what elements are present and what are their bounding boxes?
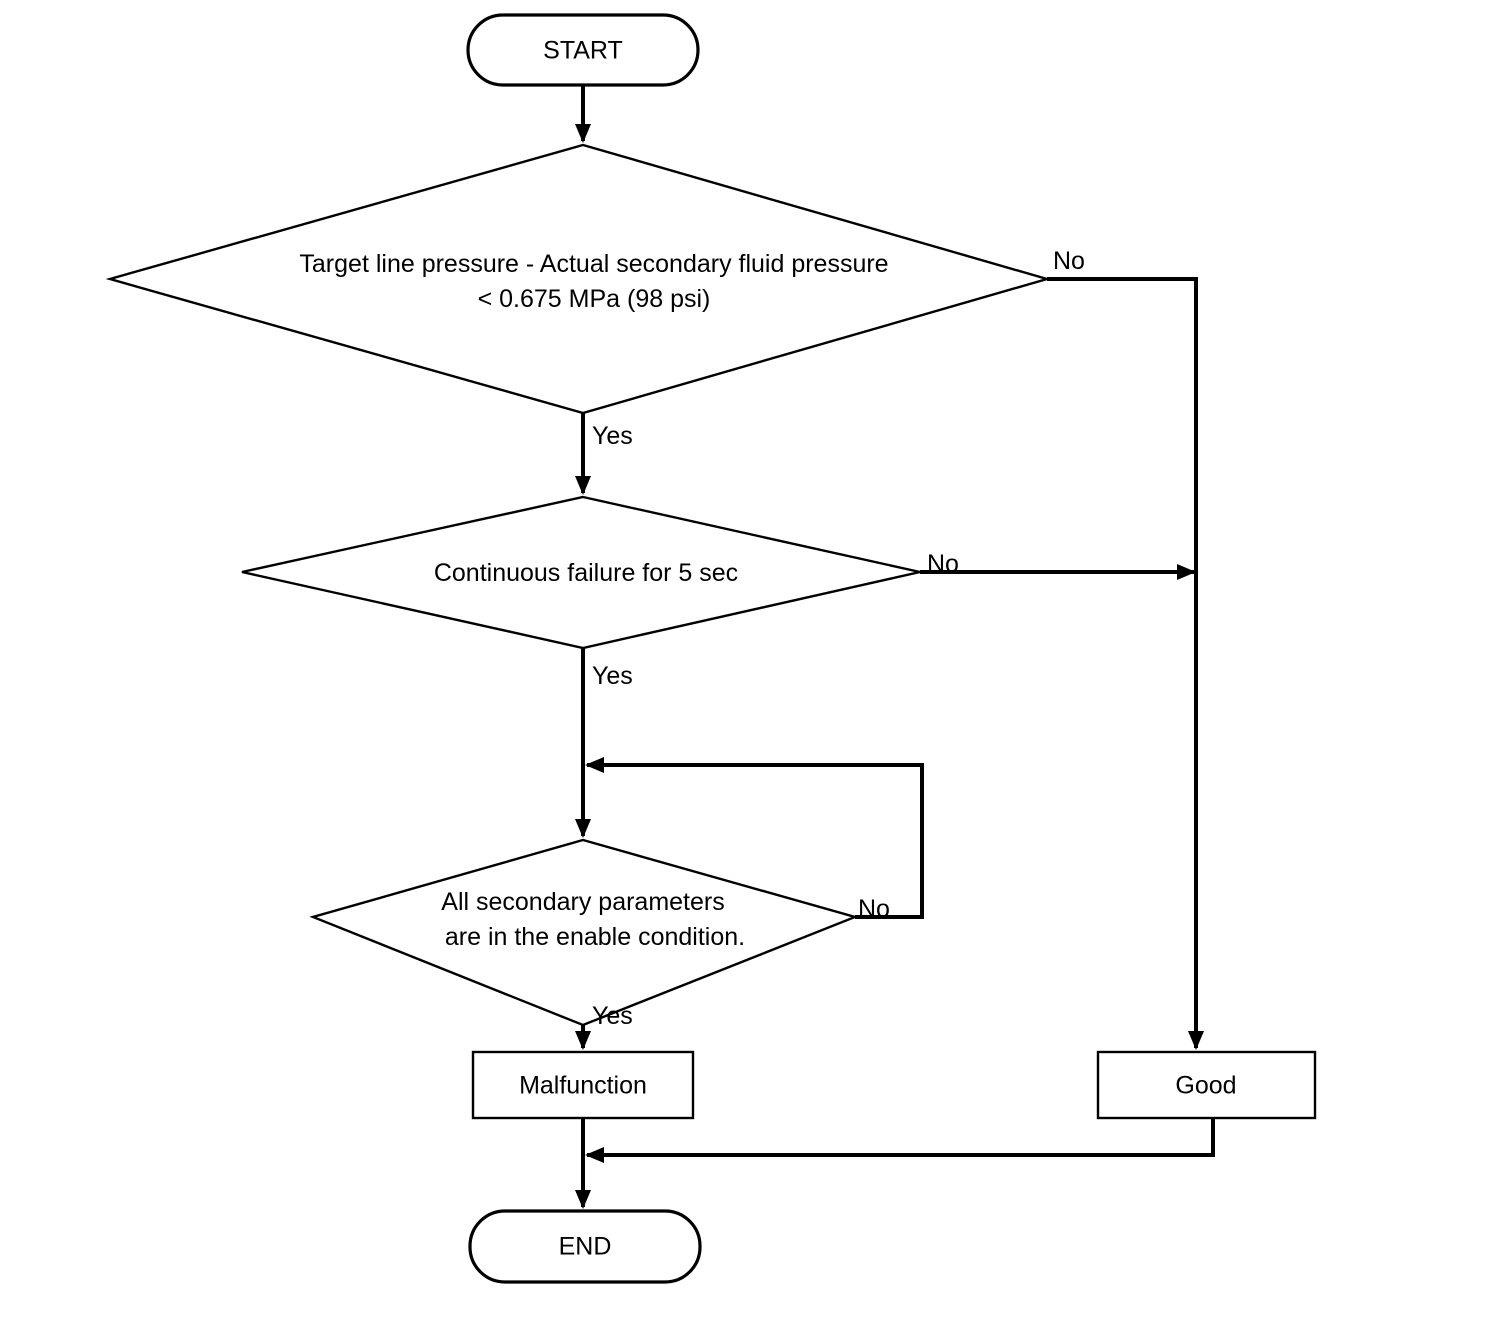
- edge-label-decision1-no: No: [1053, 247, 1085, 275]
- node-end-label: END: [559, 1233, 612, 1261]
- node-decision-continuous-failure[interactable]: Continuous failure for 5 sec: [241, 495, 921, 650]
- connector-good-to-end-trunk: [585, 1118, 1215, 1163]
- node-malfunction-label: Malfunction: [519, 1072, 647, 1100]
- edge-label-decision1-yes: Yes: [592, 422, 633, 450]
- decision2-line1: Continuous failure for 5 sec: [434, 559, 738, 587]
- node-start[interactable]: START: [466, 13, 700, 87]
- node-start-label: START: [543, 37, 623, 65]
- node-good[interactable]: Good: [1096, 1050, 1317, 1120]
- edge-label-decision2-yes: Yes: [592, 662, 633, 690]
- node-end[interactable]: END: [468, 1209, 702, 1284]
- edge-label-decision3-no: No: [858, 895, 890, 923]
- node-decision-enable-condition[interactable]: All secondary parameters are in the enab…: [309, 838, 859, 1027]
- node-malfunction[interactable]: Malfunction: [471, 1050, 695, 1120]
- decision3-line1: All secondary parameters: [441, 888, 724, 916]
- decision1-line2: < 0.675 MPa (98 psi): [478, 285, 711, 313]
- decision1-line1: Target line pressure - Actual secondary …: [299, 250, 888, 278]
- decision3-line2: are in the enable condition.: [445, 923, 745, 951]
- connector-decision1-no-to-rail: [1047, 277, 1204, 1050]
- node-decision-pressure-threshold[interactable]: Target line pressure - Actual secondary …: [105, 143, 1052, 415]
- node-good-label: Good: [1175, 1072, 1236, 1100]
- edge-label-decision2-no: No: [927, 550, 959, 578]
- connector-decision3-no-loopback: [585, 757, 924, 919]
- edge-label-decision3-yes: Yes: [592, 1002, 633, 1030]
